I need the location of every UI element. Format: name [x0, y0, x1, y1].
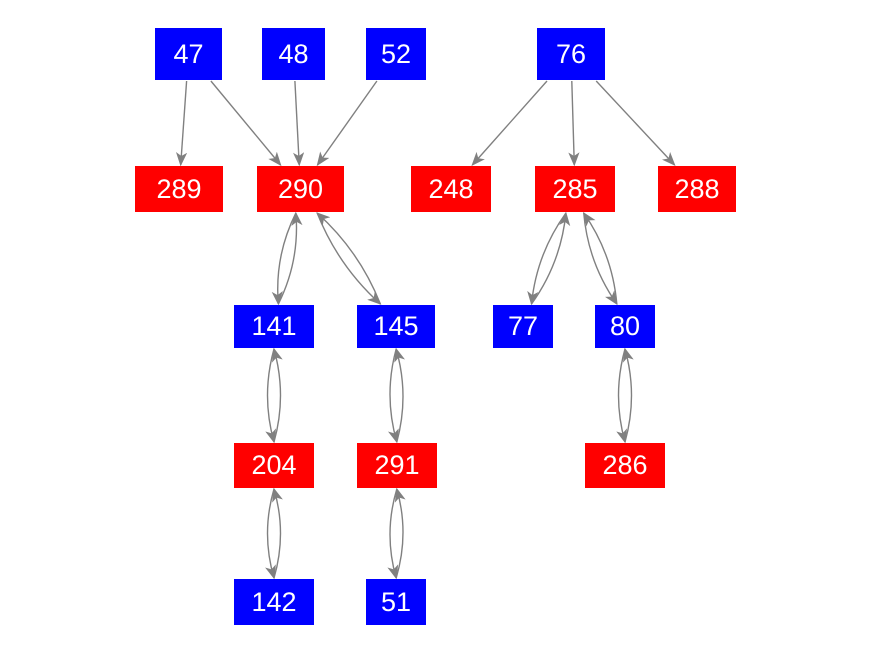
graph-node-288[interactable]: 288	[658, 166, 736, 212]
graph-edge-47-to-289	[175, 80, 188, 167]
graph-node-80[interactable]: 80	[595, 305, 655, 348]
node-label: 142	[251, 586, 297, 617]
graph-node-285[interactable]: 285	[535, 166, 615, 212]
graph-node-51[interactable]: 51	[366, 579, 426, 625]
graph-edge-291-to-145	[394, 347, 406, 443]
graph-node-48[interactable]: 48	[262, 28, 325, 80]
graph-edge-290-to-145	[316, 212, 382, 305]
graph-edge-204-to-142	[265, 488, 276, 580]
graph-edge-290-to-141	[271, 212, 297, 306]
graph-edge-76-to-285	[568, 80, 580, 167]
node-label: 289	[156, 173, 202, 204]
graph-edge-285-to-77	[527, 212, 567, 306]
node-label: 290	[277, 173, 324, 204]
graph-edge-204-to-141	[271, 347, 283, 443]
graph-edge-47-to-290	[210, 80, 282, 167]
graph-edge-76-to-248	[471, 80, 548, 167]
graph-edge-80-to-285	[582, 211, 618, 305]
node-label: 204	[251, 450, 297, 480]
graph-edge-141-to-290	[277, 211, 303, 305]
graph-edge-76-to-288	[595, 80, 676, 167]
graph-edge-52-to-290	[316, 80, 378, 167]
graph-edge-48-to-290	[293, 80, 305, 167]
graph-edge-77-to-285	[530, 211, 571, 305]
node-label: 248	[428, 173, 474, 204]
graph-node-52[interactable]: 52	[366, 28, 426, 80]
graph-node-142[interactable]: 142	[234, 579, 314, 625]
graph-node-204[interactable]: 204	[234, 443, 314, 488]
node-label: 76	[555, 38, 587, 69]
graph-node-77[interactable]: 77	[493, 305, 553, 348]
graph-edge-51-to-291	[394, 487, 406, 579]
node-label: 47	[173, 38, 204, 69]
graph-node-289[interactable]: 289	[135, 166, 223, 212]
node-label: 52	[380, 38, 412, 69]
graph-edge-142-to-204	[272, 487, 283, 579]
node-label: 48	[278, 38, 309, 69]
graph-node-290[interactable]: 290	[257, 166, 344, 212]
node-label: 77	[507, 311, 539, 341]
graph-edge-145-to-290	[316, 212, 382, 305]
graph-edge-145-to-291	[387, 348, 399, 444]
graph-edge-80-to-286	[616, 348, 628, 444]
graph-node-47[interactable]: 47	[155, 28, 222, 80]
graph-node-248[interactable]: 248	[411, 166, 491, 212]
graph-node-76[interactable]: 76	[537, 28, 605, 80]
graph-node-141[interactable]: 141	[234, 305, 314, 348]
graph-edge-286-to-80	[622, 347, 634, 443]
node-label: 285	[552, 173, 598, 204]
node-label: 145	[373, 311, 419, 341]
node-label: 141	[251, 311, 297, 341]
node-label: 291	[374, 450, 420, 480]
node-label: 51	[380, 586, 412, 617]
graph-node-291[interactable]: 291	[357, 443, 437, 488]
graph-edge-291-to-51	[387, 488, 399, 580]
graph-edge-285-to-80	[583, 212, 618, 306]
node-label: 80	[609, 311, 641, 341]
graph-node-145[interactable]: 145	[357, 305, 435, 348]
graph-node-286[interactable]: 286	[585, 443, 665, 488]
node-label: 288	[674, 173, 720, 204]
node-label: 286	[602, 450, 648, 480]
graph-edge-141-to-204	[265, 348, 277, 444]
